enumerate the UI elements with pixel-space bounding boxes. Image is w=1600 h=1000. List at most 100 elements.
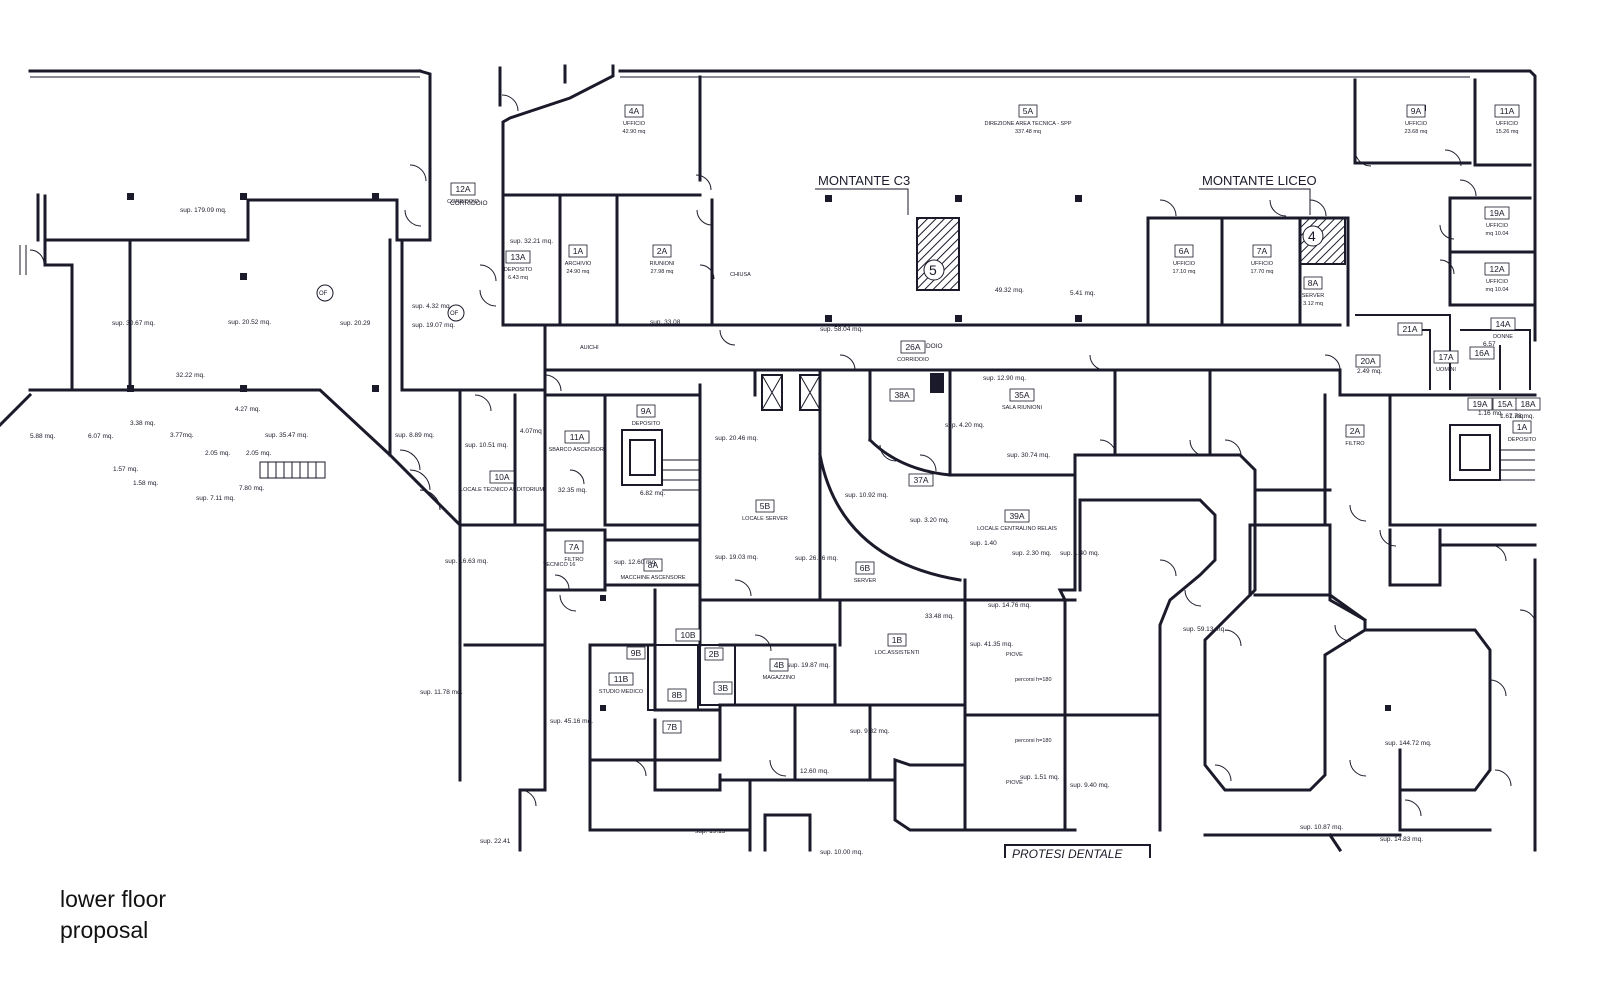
label-corridoio-12a: CORRIDOIO bbox=[450, 200, 488, 207]
room-name: UFFICIO bbox=[1496, 121, 1519, 127]
room-name: SERVER bbox=[1302, 293, 1325, 299]
room-tag: 9B bbox=[626, 646, 646, 660]
room-name: DEPOSITO bbox=[632, 421, 661, 427]
area-value: sup. 12.90 mq. bbox=[983, 375, 1026, 382]
room-code: 4B bbox=[774, 660, 785, 670]
area-value: 6.82 mq. bbox=[640, 490, 665, 497]
walls bbox=[0, 64, 1537, 853]
area-value: sup. 32.21 mq. bbox=[510, 238, 553, 245]
area-value: sup. 26.76 mq. bbox=[795, 555, 838, 562]
room-code: 11B bbox=[614, 674, 629, 684]
room-code: 9A bbox=[641, 406, 652, 416]
room-code: 15A bbox=[1497, 399, 1512, 409]
area-value: sup. 10.00 mq. bbox=[820, 849, 863, 856]
room-code: 2A bbox=[1350, 426, 1361, 436]
room-tag: 19A bbox=[1467, 397, 1493, 411]
room-area: 27.98 mq bbox=[651, 269, 674, 275]
area-value: sup. 9.40 mq. bbox=[1070, 782, 1110, 789]
label-of-2: OF bbox=[450, 311, 459, 317]
room-name: MACCHINE ASCENSORE bbox=[620, 575, 685, 581]
room-code: 26A bbox=[905, 342, 920, 352]
area-value: sup. 1.40 bbox=[970, 540, 997, 547]
room-tag: 16A bbox=[1469, 346, 1495, 360]
room-code: 2A bbox=[657, 246, 668, 256]
room-code: 14A bbox=[1495, 319, 1510, 329]
room-tag: 2A FILTRO bbox=[1345, 424, 1365, 447]
area-value: 5.88 mq. bbox=[30, 433, 55, 440]
room-code: 8A bbox=[648, 560, 659, 570]
room-area: mq 10.04 bbox=[1486, 287, 1509, 293]
area-value: 6.57 bbox=[1483, 341, 1496, 348]
room-code: 21A bbox=[1402, 324, 1417, 334]
room-name: UFFICIO bbox=[1173, 261, 1196, 267]
room-name: ARCHIVIO bbox=[565, 261, 592, 267]
room-code: 6A bbox=[1179, 246, 1190, 256]
room-name: UFFICIO bbox=[1251, 261, 1274, 267]
room-area: 23.68 mq bbox=[1405, 129, 1428, 135]
room-name: SALA RIUNIONI bbox=[1002, 405, 1043, 411]
misc-label: PIOVE bbox=[1006, 652, 1023, 658]
area-value: 32.22 mq. bbox=[176, 372, 205, 379]
room-code: 38A bbox=[894, 390, 909, 400]
room-area: 17.70 mq bbox=[1251, 269, 1274, 275]
room-name: CORRIDOIO bbox=[447, 199, 480, 205]
area-value: sup. 2.30 mq. bbox=[1012, 550, 1052, 557]
room-name: FILTRO bbox=[1345, 441, 1365, 447]
room-name: UOMINI bbox=[1436, 367, 1456, 373]
room-tag: 20A bbox=[1355, 354, 1381, 368]
caption: lower floor proposal bbox=[60, 884, 166, 946]
area-value: 12.60 mq. bbox=[800, 768, 829, 775]
room-area: 337.48 mq bbox=[1015, 129, 1041, 135]
room-code: 7A bbox=[569, 542, 580, 552]
room-tag: 38A bbox=[889, 388, 915, 402]
area-value: sup. 7.11 mq. bbox=[196, 495, 235, 502]
label-shaft-4: 4 bbox=[1308, 228, 1316, 244]
room-name: UFFICIO bbox=[1486, 279, 1509, 285]
misc-label: percorsi h=180 bbox=[1015, 738, 1052, 744]
room-area: 6.43 mq bbox=[508, 275, 528, 281]
room-tag: 8B bbox=[667, 688, 687, 702]
room-code: 7B bbox=[667, 722, 678, 732]
area-value: sup. 22.41 bbox=[480, 838, 511, 845]
area-value: 5.41 mq. bbox=[1070, 290, 1095, 297]
area-value: 32.35 mq. bbox=[558, 487, 587, 494]
room-code: 1A bbox=[573, 246, 584, 256]
area-value: sup. 11.78 mq. bbox=[420, 689, 463, 696]
area-value: sup. 19.15 bbox=[695, 828, 726, 835]
caption-line-2: proposal bbox=[60, 917, 149, 943]
room-tag: 26A CORRIDOIO bbox=[897, 340, 930, 363]
area-value: sup. 10.92 mq. bbox=[845, 492, 888, 499]
room-name: CORRIDOIO bbox=[897, 357, 930, 363]
area-value: 1.16 mq. bbox=[1478, 410, 1503, 417]
room-code: 9A bbox=[1411, 106, 1422, 116]
room-name: UFFICIO bbox=[623, 121, 646, 127]
room-tag: 8A MACCHINE ASCENSORE bbox=[620, 558, 686, 581]
room-tag: 21A bbox=[1397, 322, 1423, 336]
room-tag: 7A FILTRO bbox=[564, 540, 584, 563]
area-value: sup. 35.47 mq. bbox=[265, 432, 308, 439]
room-tag: 37A bbox=[908, 473, 934, 487]
area-value: sup. 4.20 mq. bbox=[945, 422, 985, 429]
room-code: 19A bbox=[1489, 208, 1504, 218]
room-name: FILTRO bbox=[564, 557, 584, 563]
room-name: DIREZIONE AREA TECNICA - SPP bbox=[984, 121, 1071, 127]
room-tag: 7B bbox=[662, 720, 682, 734]
label-protesi: PROTESI DENTALE bbox=[1012, 847, 1123, 861]
room-code: 11A bbox=[1500, 106, 1515, 116]
room-name: LOCALE TECNICO AUDITORIUM bbox=[460, 487, 544, 493]
room-code: 13A bbox=[510, 252, 525, 262]
label-montante-liceo: MONTANTE LICEO bbox=[1202, 173, 1317, 188]
room-code: 5B bbox=[760, 501, 771, 511]
